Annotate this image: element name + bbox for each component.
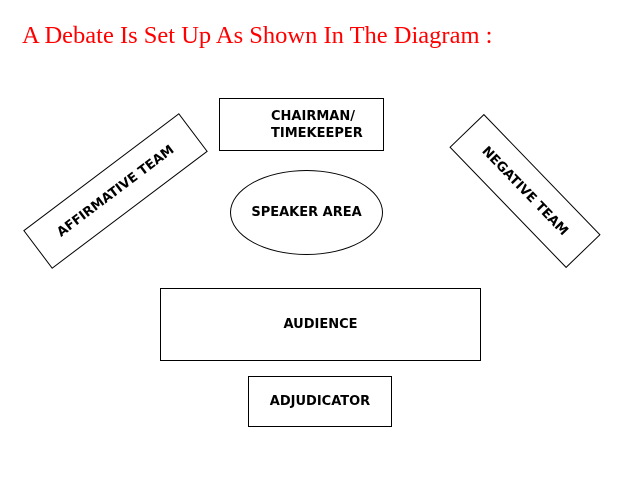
affirmative-team-label: AFFIRMATIVE TEAM [54, 142, 177, 240]
slide-title: A Debate Is Set Up As Shown In The Diagr… [22, 22, 493, 49]
chairman-timekeeper-box: CHAIRMAN/ TIMEKEEPER [219, 98, 384, 151]
speaker-area-label: SPEAKER AREA [251, 205, 362, 220]
chairman-label: CHAIRMAN/ [271, 108, 355, 124]
negative-team-label: NEGATIVE TEAM [478, 143, 572, 239]
audience-label: AUDIENCE [283, 317, 358, 332]
adjudicator-box: ADJUDICATOR [248, 376, 392, 427]
adjudicator-label: ADJUDICATOR [269, 394, 371, 409]
negative-team-box: NEGATIVE TEAM [449, 113, 601, 269]
timekeeper-label: TIMEKEEPER [271, 125, 363, 141]
speaker-area-ellipse: SPEAKER AREA [230, 170, 383, 255]
audience-box: AUDIENCE [160, 288, 481, 361]
affirmative-team-box: AFFIRMATIVE TEAM [23, 113, 208, 269]
